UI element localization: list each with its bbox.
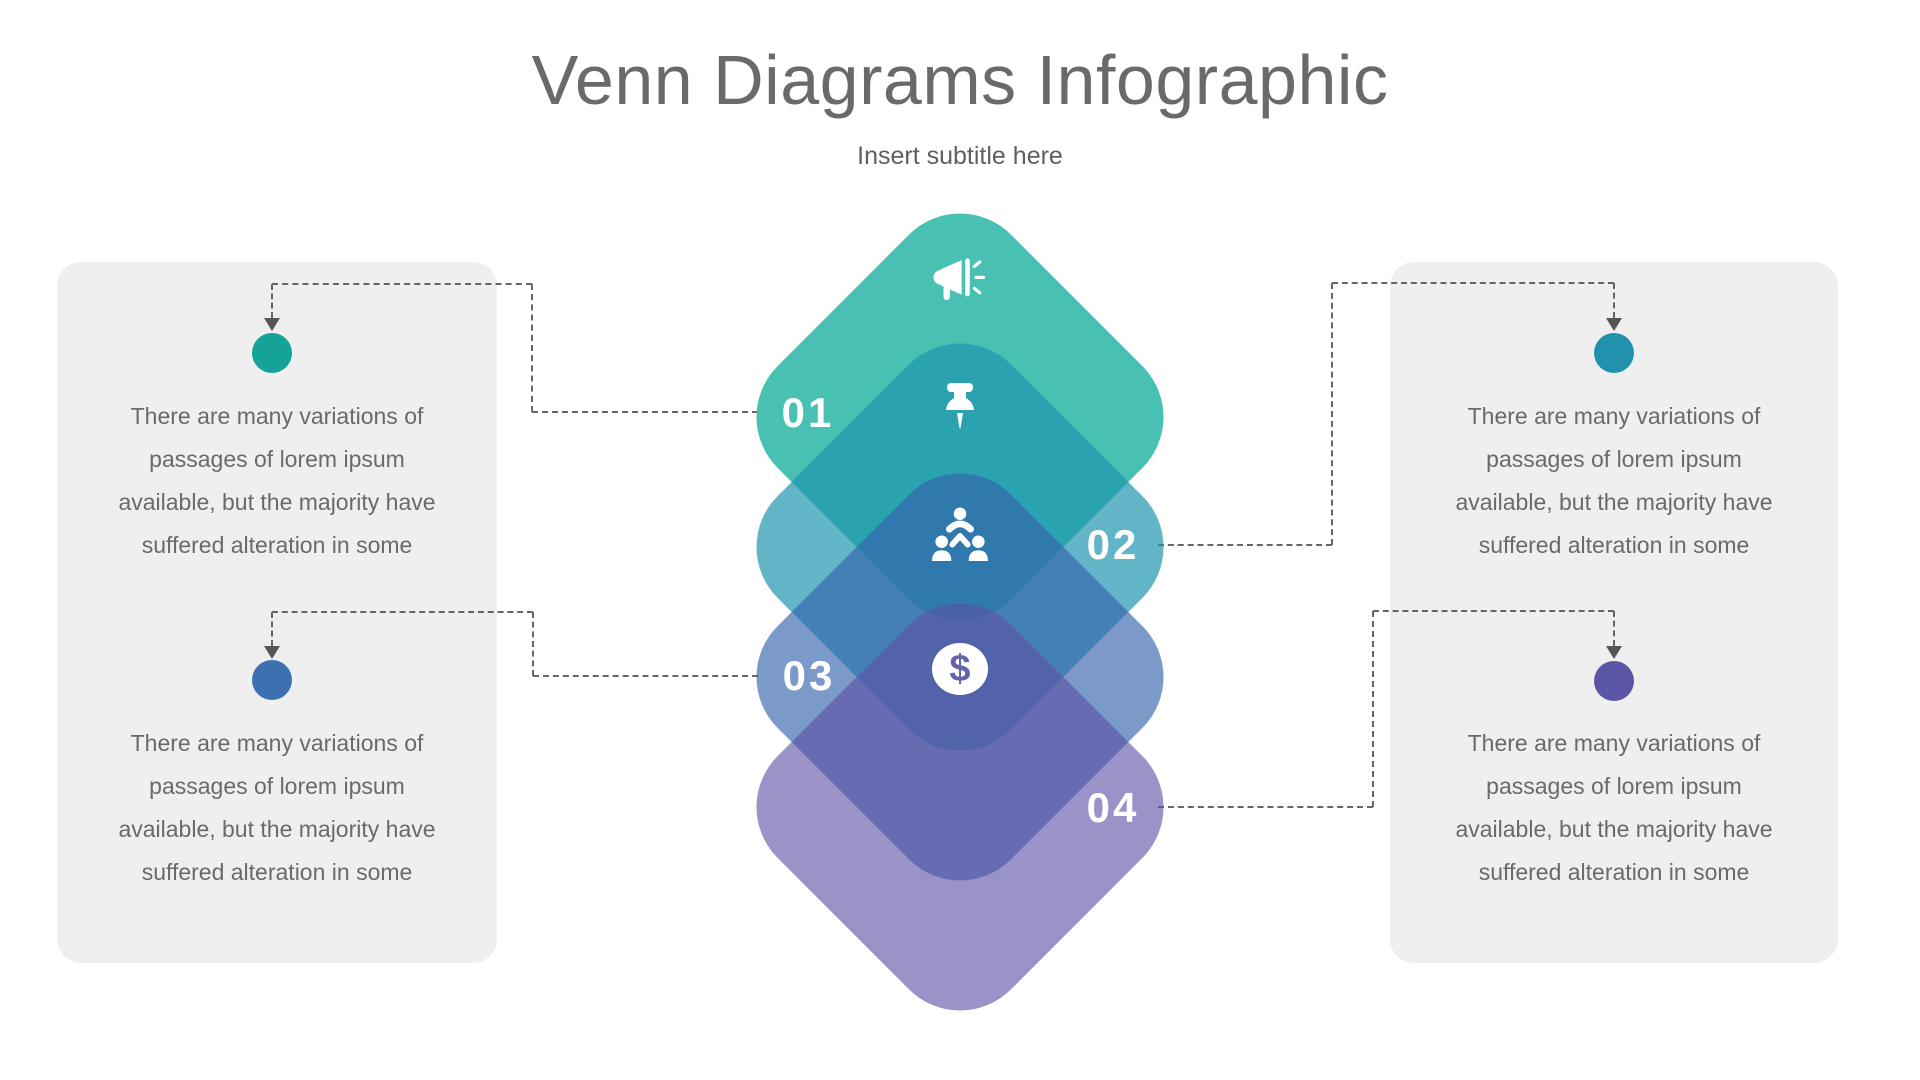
description-line: passages of lorem ipsum bbox=[149, 773, 405, 799]
team-hierarchy-icon bbox=[929, 507, 991, 561]
connector-02-segment bbox=[1332, 282, 1614, 284]
description-line: available, but the majority have bbox=[118, 489, 436, 515]
pushpin-icon bbox=[942, 383, 978, 439]
item-04-number: 04 bbox=[1086, 784, 1140, 831]
connector-02-segment bbox=[1158, 544, 1332, 546]
connector-02-segment bbox=[1613, 283, 1615, 318]
item-02-description: There are many variations of passages of… bbox=[1390, 395, 1838, 567]
page-subtitle: Insert subtitle here bbox=[857, 142, 1063, 170]
connector-02-segment bbox=[1331, 283, 1333, 545]
megaphone-icon bbox=[929, 256, 987, 306]
description-line: passages of lorem ipsum bbox=[1486, 446, 1742, 472]
connector-04-segment bbox=[1373, 610, 1614, 612]
description-line: There are many variations of bbox=[1467, 403, 1761, 429]
description-line: passages of lorem ipsum bbox=[1486, 773, 1742, 799]
description-line: suffered alteration in some bbox=[141, 859, 413, 885]
item-01-bullet-circle bbox=[252, 333, 292, 373]
connector-04-segment bbox=[1158, 806, 1373, 808]
description-line: available, but the majority have bbox=[118, 816, 436, 842]
connector-03-segment bbox=[272, 611, 533, 613]
connector-03-segment bbox=[532, 612, 534, 676]
dollar-coin-icon: $ bbox=[932, 643, 988, 695]
item-03-number: 03 bbox=[782, 652, 836, 699]
description-line: suffered alteration in some bbox=[1478, 859, 1750, 885]
description-line: There are many variations of bbox=[130, 730, 424, 756]
dollar-symbol: $ bbox=[932, 643, 988, 695]
description-line: available, but the majority have bbox=[1455, 489, 1773, 515]
item-03-bullet-circle bbox=[252, 660, 292, 700]
description-line: There are many variations of bbox=[1467, 730, 1761, 756]
item-02-number: 02 bbox=[1086, 521, 1140, 568]
connector-01-segment bbox=[532, 411, 758, 413]
item-02-bullet-circle bbox=[1594, 333, 1634, 373]
description-line: passages of lorem ipsum bbox=[149, 446, 405, 472]
description-line: suffered alteration in some bbox=[1478, 532, 1750, 558]
description-line: There are many variations of bbox=[130, 403, 424, 429]
connector-04-segment bbox=[1613, 611, 1615, 646]
item-03-description: There are many variations of passages of… bbox=[57, 722, 497, 894]
item-01-number: 01 bbox=[781, 389, 835, 436]
connector-01-segment bbox=[272, 283, 532, 285]
connector-03-segment bbox=[533, 675, 758, 677]
item-01-description: There are many variations of passages of… bbox=[57, 395, 497, 567]
connector-01-segment bbox=[271, 284, 273, 318]
item-04-bullet-circle bbox=[1594, 661, 1634, 701]
description-line: suffered alteration in some bbox=[141, 532, 413, 558]
description-line: available, but the majority have bbox=[1455, 816, 1773, 842]
connector-01-segment bbox=[531, 284, 533, 412]
connector-04-segment bbox=[1372, 611, 1374, 807]
page-title: Venn Diagrams Infographic bbox=[531, 41, 1389, 119]
connector-03-segment bbox=[271, 612, 273, 646]
item-04-description: There are many variations of passages of… bbox=[1390, 722, 1838, 894]
